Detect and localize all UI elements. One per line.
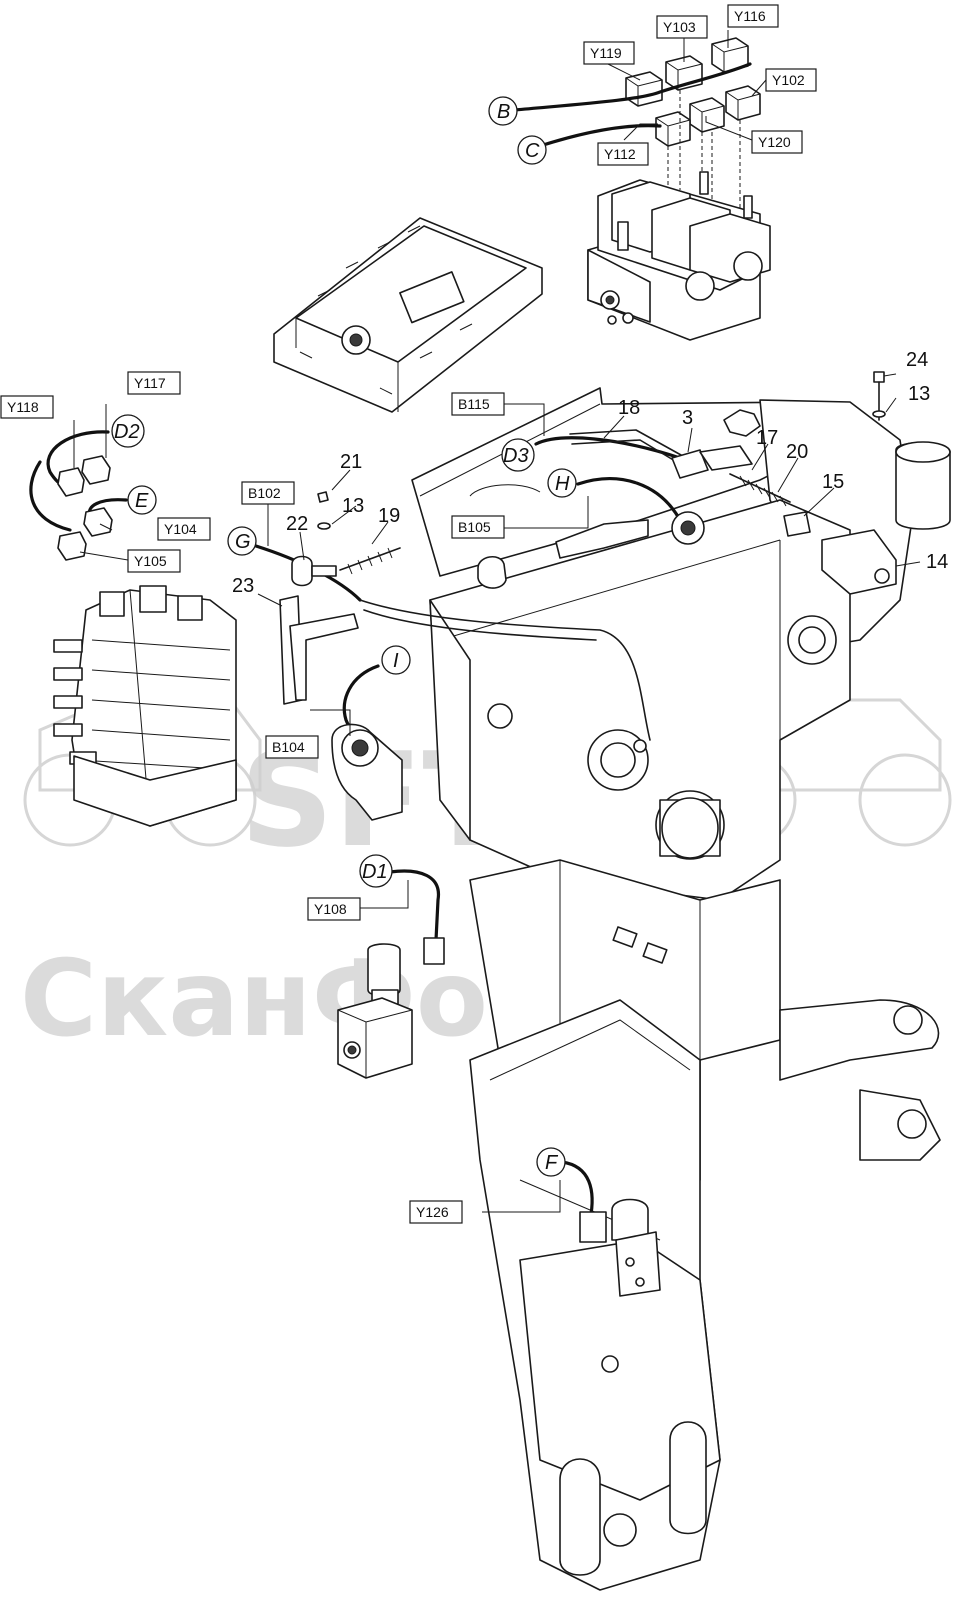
svg-text:B104: B104 (272, 739, 305, 755)
label-y103: Y103 (656, 15, 708, 39)
svg-text:E: E (135, 490, 149, 512)
svg-text:Y105: Y105 (134, 553, 167, 569)
part-number-13-top: 13 (908, 383, 930, 405)
svg-text:Y118: Y118 (7, 399, 39, 415)
label-y104: Y104 (157, 517, 211, 541)
cylinder-14 (821, 529, 897, 595)
svg-text:B105: B105 (458, 519, 491, 535)
label-y120: Y120 (751, 130, 803, 154)
connection-marker-h: H (547, 468, 577, 498)
sensor-b102-cable (254, 491, 651, 741)
label-b104: B104 (265, 735, 319, 759)
part-number-23: 23 (232, 575, 254, 597)
label-b105: B105 (451, 515, 505, 539)
svg-text:Y116: Y116 (734, 8, 766, 24)
svg-text:Y103: Y103 (663, 19, 696, 35)
part-number-13-left: 13 (342, 495, 364, 517)
linkage-rod-parts (671, 371, 897, 595)
part-number-22: 22 (286, 513, 308, 535)
connector-y105 (57, 531, 87, 561)
solenoid-coil-y119 (625, 71, 663, 107)
label-b115: B115 (451, 392, 505, 416)
main-frame (411, 387, 951, 1591)
svg-text:Y102: Y102 (772, 72, 805, 88)
left-valve-bank (29, 430, 237, 827)
sensor-b105 (477, 477, 705, 589)
wire-h (576, 477, 682, 522)
svg-text:I: I (393, 650, 399, 672)
part-number-15: 15 (822, 471, 844, 493)
svg-text:Y112: Y112 (604, 146, 636, 162)
label-y126: Y126 (409, 1200, 463, 1224)
part-number-24: 24 (906, 349, 928, 371)
wire-d1 (388, 869, 440, 942)
part-number-19: 19 (378, 505, 400, 527)
valve-y108 (337, 869, 445, 1079)
svg-text:D2: D2 (114, 421, 140, 443)
wire-f (560, 1160, 594, 1222)
svg-text:B: B (497, 101, 510, 123)
solenoid-coil-y102 (725, 85, 761, 121)
part-number-18: 18 (618, 397, 640, 419)
svg-text:H: H (555, 473, 570, 495)
leader-lines (73, 30, 921, 1213)
label-y105: Y105 (127, 549, 181, 573)
svg-text:D1: D1 (362, 861, 388, 883)
connection-marker-d1: D1 (359, 854, 393, 888)
svg-text:Y104: Y104 (164, 521, 197, 537)
valve-manifold (587, 171, 771, 341)
svg-text:D3: D3 (503, 445, 529, 467)
svg-text:F: F (545, 1152, 559, 1174)
connection-marker-g: G (227, 526, 257, 556)
part-number-3: 3 (682, 407, 693, 429)
washer-13-top (872, 410, 886, 418)
connection-marker-b: B (488, 96, 518, 126)
label-y118: Y118 (0, 395, 54, 419)
directional-valve-stack (53, 585, 237, 827)
svg-text:G: G (235, 531, 251, 553)
label-b102: B102 (241, 481, 295, 505)
control-unit (273, 217, 543, 413)
sensor-b104 (331, 664, 403, 821)
svg-text:B115: B115 (458, 396, 490, 412)
connector-y118 (57, 467, 85, 497)
part-number-20: 20 (786, 441, 808, 463)
label-y119: Y119 (583, 41, 635, 65)
connection-marker-i: I (381, 645, 411, 675)
label-y108: Y108 (307, 897, 361, 921)
solenoid-coil-y112 (655, 111, 691, 147)
top-valve-block (513, 37, 771, 341)
part-number-14: 14 (926, 551, 948, 573)
svg-text:Y120: Y120 (758, 134, 791, 150)
connection-marker-e: E (127, 485, 157, 515)
svg-text:Y119: Y119 (590, 45, 622, 61)
svg-text:Y117: Y117 (134, 375, 166, 391)
svg-text:Y108: Y108 (314, 901, 347, 917)
valve-y126 (560, 1160, 661, 1297)
label-y117: Y117 (127, 371, 181, 395)
svg-text:B102: B102 (248, 485, 281, 501)
part-number-21: 21 (340, 451, 362, 473)
connector-y104 (83, 507, 113, 537)
part-number-17: 17 (756, 427, 778, 449)
connection-marker-c: C (517, 135, 547, 165)
wire-b (513, 62, 752, 112)
connection-marker-d3: D3 (501, 438, 535, 472)
wire-c (538, 124, 662, 148)
label-y112: Y112 (597, 142, 649, 166)
label-y116: Y116 (727, 4, 779, 28)
svg-text:Y126: Y126 (416, 1204, 449, 1220)
label-y102: Y102 (765, 68, 817, 92)
connector-y117 (81, 455, 111, 485)
connection-marker-f: F (536, 1147, 566, 1177)
connection-marker-d2: D2 (111, 414, 145, 448)
svg-text:C: C (525, 140, 540, 162)
